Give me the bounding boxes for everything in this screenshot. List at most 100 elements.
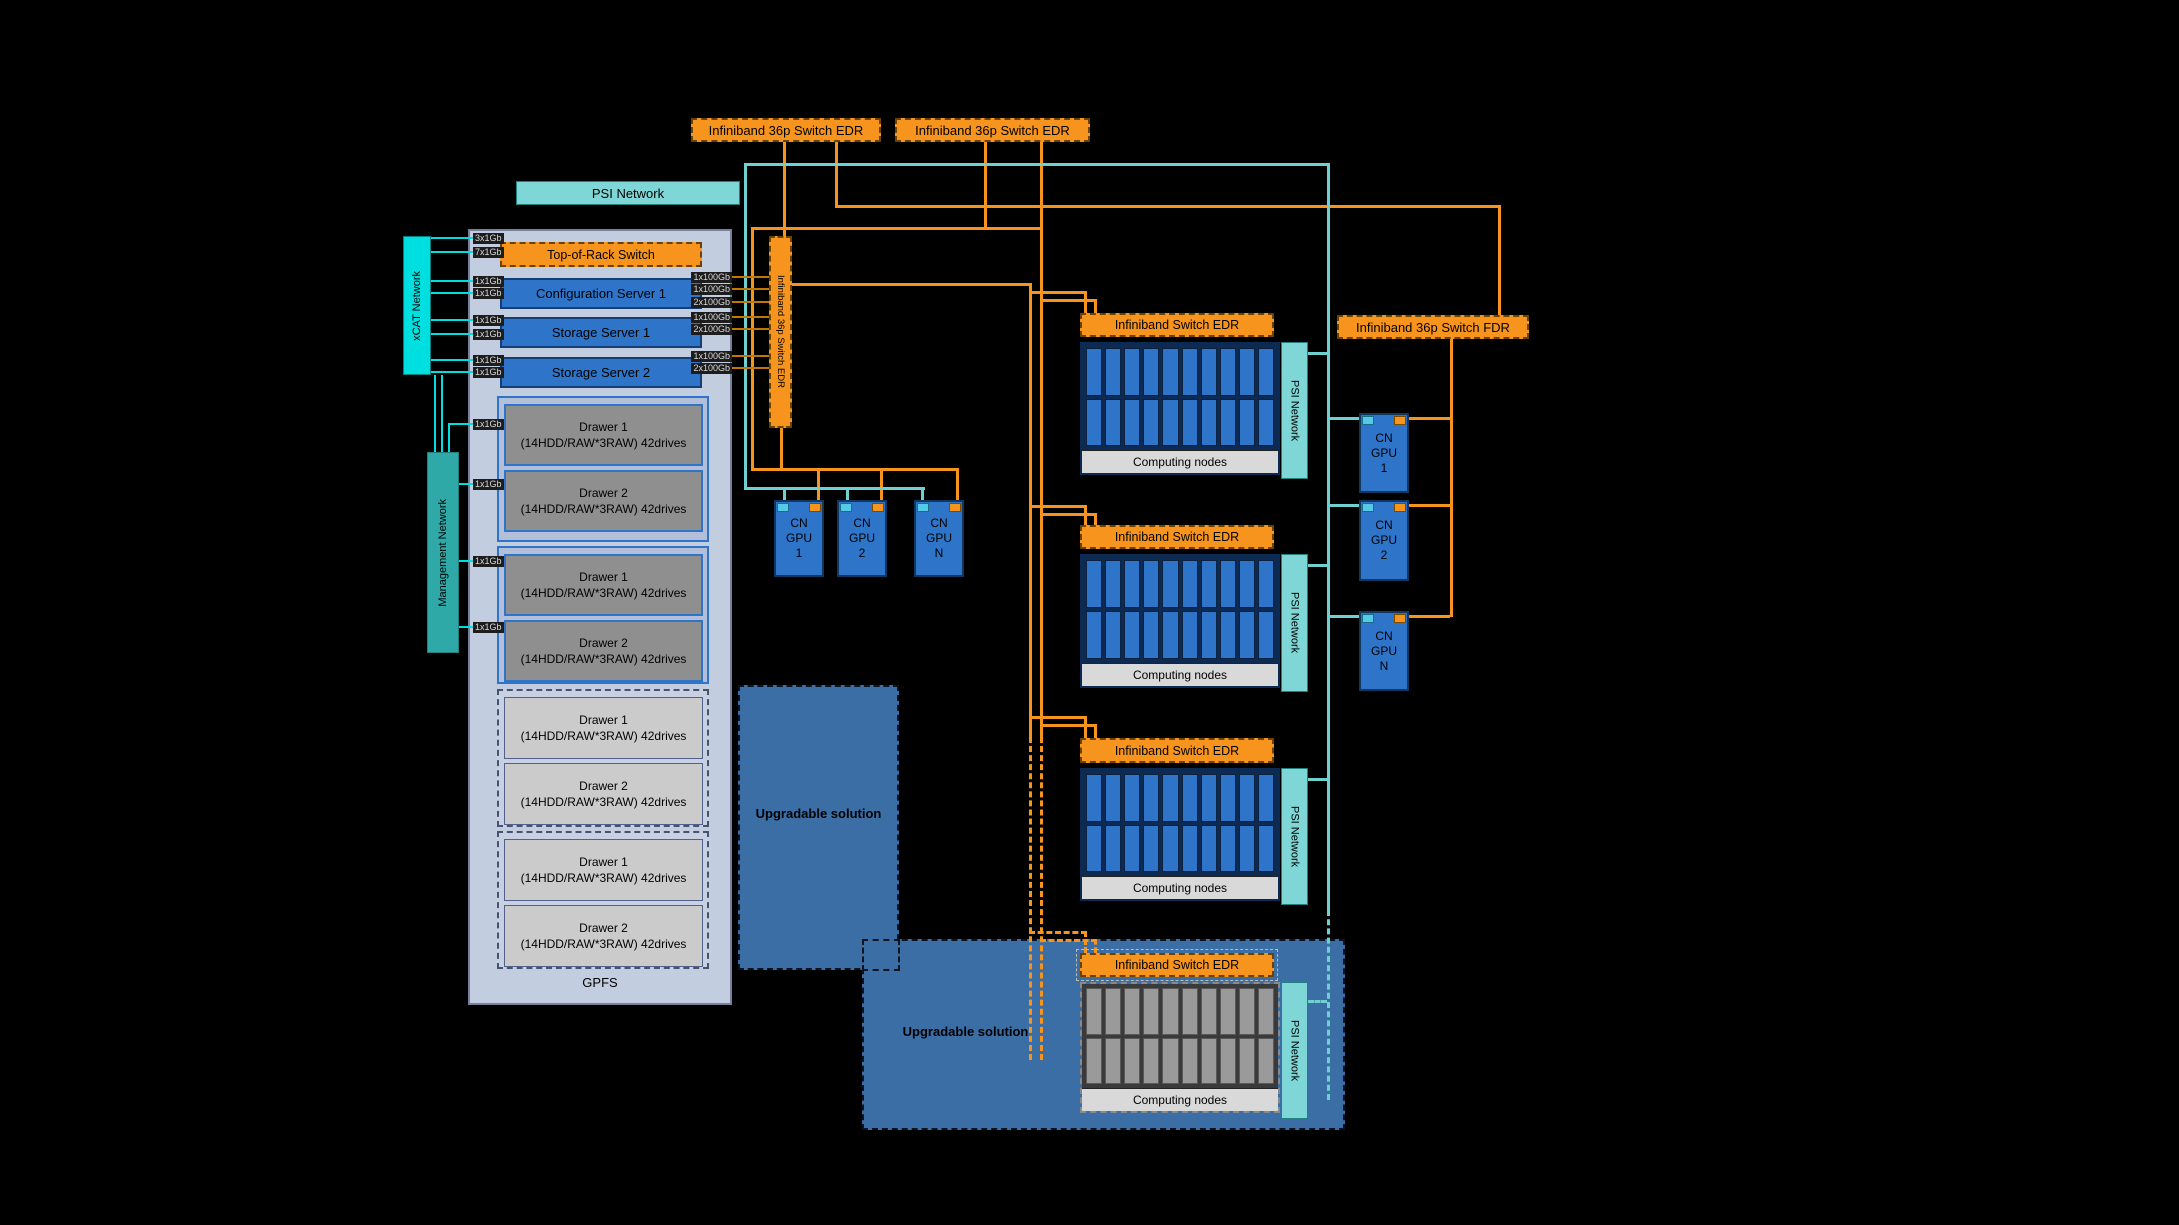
gpu-label: N <box>1379 658 1389 673</box>
compute-node-cell <box>1086 560 1103 608</box>
storage-drawer: Drawer 2 (14HDD/RAW*3RAW) 42drives <box>504 620 703 682</box>
compute-node-cell <box>1105 560 1122 608</box>
xcat-network-bar: xCAT Network <box>403 236 431 375</box>
port-chip: 1x100Gb <box>691 351 732 362</box>
compute-node-cell <box>1181 398 1198 446</box>
compute-node-cell <box>1105 988 1122 1035</box>
compute-node-cell <box>1086 824 1103 872</box>
infiniband-port-tab <box>872 503 884 512</box>
compute-node-cell <box>1162 1037 1179 1084</box>
compute-node-cell <box>1257 1037 1274 1084</box>
switch-label: Infiniband Switch EDR <box>1114 530 1240 544</box>
compute-node-cell <box>1219 824 1236 872</box>
compute-node-cell <box>1143 824 1160 872</box>
infiniband-link <box>817 468 820 500</box>
infiniband-trunk <box>1029 283 1032 737</box>
infiniband-link <box>1029 716 1087 719</box>
drawer-detail: (14HDD/RAW*3RAW) 42drives <box>520 937 687 951</box>
drawer-title: Drawer 2 <box>579 636 628 650</box>
computing-nodes-label: Computing nodes <box>1082 663 1278 686</box>
cn-gpu-node-1: CN GPU 1 <box>1359 413 1409 493</box>
compute-node-cell <box>1181 611 1198 659</box>
infiniband-switch-edr-vertical: Infiniband 36p Switch EDR <box>769 236 792 428</box>
compute-node-cell <box>1124 988 1141 1035</box>
compute-node-cell <box>1200 611 1217 659</box>
ethernet-link <box>431 251 474 253</box>
compute-node-cell <box>1143 774 1160 822</box>
psi-link <box>744 163 747 487</box>
management-network-label: Management Network <box>437 498 449 607</box>
compute-node-cell <box>1162 611 1179 659</box>
server-label: Configuration Server 1 <box>535 286 667 301</box>
port-chip: 2x100Gb <box>691 363 732 374</box>
cn-gpu-node-n: CN GPU N <box>914 500 964 577</box>
gpu-label: N <box>934 546 944 560</box>
drawer-detail: (14HDD/RAW*3RAW) 42drives <box>520 502 687 516</box>
compute-node-cell <box>1086 774 1103 822</box>
compute-node-cell <box>1181 348 1198 396</box>
gpu-label: CN <box>1375 518 1393 532</box>
cluster-3-switch: Infiniband Switch EDR <box>1080 738 1274 763</box>
port-chip: 7x1Gb <box>473 247 504 258</box>
infiniband-link <box>780 428 783 468</box>
psi-port-tab <box>777 503 789 512</box>
storage-drawer-future: Drawer 1 (14HDD/RAW*3RAW) 42drives <box>504 697 703 759</box>
gpu-label: GPU <box>1370 533 1397 547</box>
gpu-label: 1 <box>1380 460 1388 475</box>
psi-link <box>1308 564 1327 567</box>
port-chip: 1x1Gb <box>473 276 504 287</box>
compute-node-grid <box>1082 344 1278 450</box>
uplink <box>732 301 769 303</box>
cn-gpu-node-1: CN GPU 1 <box>774 500 824 577</box>
cn-gpu-node-n: CN GPU N <box>1359 611 1409 691</box>
storage-drawer: Drawer 1 (14HDD/RAW*3RAW) 42drives <box>504 404 703 466</box>
infiniband-port-tab <box>949 503 961 512</box>
drawer-title: Drawer 1 <box>579 713 628 727</box>
upgradable-corner-box <box>862 939 900 971</box>
storage-drawer-future: Drawer 1 (14HDD/RAW*3RAW) 42drives <box>504 839 703 901</box>
cn-gpu-node-2: CN GPU 2 <box>1359 500 1409 581</box>
cn-gpu-node-2: CN GPU 2 <box>837 500 887 577</box>
cluster-4-nodes: Computing nodes <box>1080 982 1280 1113</box>
compute-node-cell <box>1124 398 1141 446</box>
top-of-rack-switch: Top-of-Rack Switch <box>500 242 702 267</box>
infiniband-switch-edr-top-1: Infiniband 36p Switch EDR <box>691 118 881 142</box>
drawer-title: Drawer 1 <box>579 420 628 434</box>
infiniband-link <box>880 468 883 500</box>
compute-node-cell <box>1162 988 1179 1035</box>
compute-node-cell <box>1124 348 1141 396</box>
compute-node-cell <box>1238 348 1255 396</box>
compute-node-cell <box>1238 774 1255 822</box>
ethernet-link <box>459 560 475 562</box>
compute-node-cell <box>1181 824 1198 872</box>
compute-node-cell <box>1086 398 1103 446</box>
compute-node-cell <box>1143 611 1160 659</box>
psi-port-tab <box>1362 503 1374 512</box>
compute-node-cell <box>1257 611 1274 659</box>
infiniband-port-tab <box>1394 614 1406 623</box>
compute-node-cell <box>1219 560 1236 608</box>
infiniband-link <box>1040 724 1097 727</box>
infiniband-future-link <box>1029 931 1087 934</box>
compute-node-grid <box>1082 770 1278 876</box>
xcat-network-label: xCAT Network <box>411 270 423 341</box>
gpu-label: GPU <box>785 531 812 545</box>
gpfs-label: GPFS <box>582 975 618 990</box>
compute-node-cell <box>1238 988 1255 1035</box>
compute-node-cell <box>1219 348 1236 396</box>
compute-node-cell <box>1086 611 1103 659</box>
compute-node-cell <box>1238 560 1255 608</box>
infiniband-port-tab <box>809 503 821 512</box>
ethernet-link <box>431 292 474 294</box>
infiniband-future-link <box>1084 931 1087 953</box>
psi-network-label: PSI Network <box>591 185 665 201</box>
storage-drawer-future: Drawer 2 (14HDD/RAW*3RAW) 42drives <box>504 905 703 967</box>
infiniband-switch-edr-top-2: Infiniband 36p Switch EDR <box>895 118 1090 142</box>
compute-node-cell <box>1105 824 1122 872</box>
port-chip: 1x1Gb <box>473 479 504 490</box>
cluster-2-psi-bar: PSI Network <box>1281 554 1308 692</box>
psi-link <box>783 487 786 501</box>
psi-network-label: PSI Network <box>1288 592 1301 654</box>
compute-node-cell <box>1238 611 1255 659</box>
ethernet-bus <box>441 375 443 452</box>
